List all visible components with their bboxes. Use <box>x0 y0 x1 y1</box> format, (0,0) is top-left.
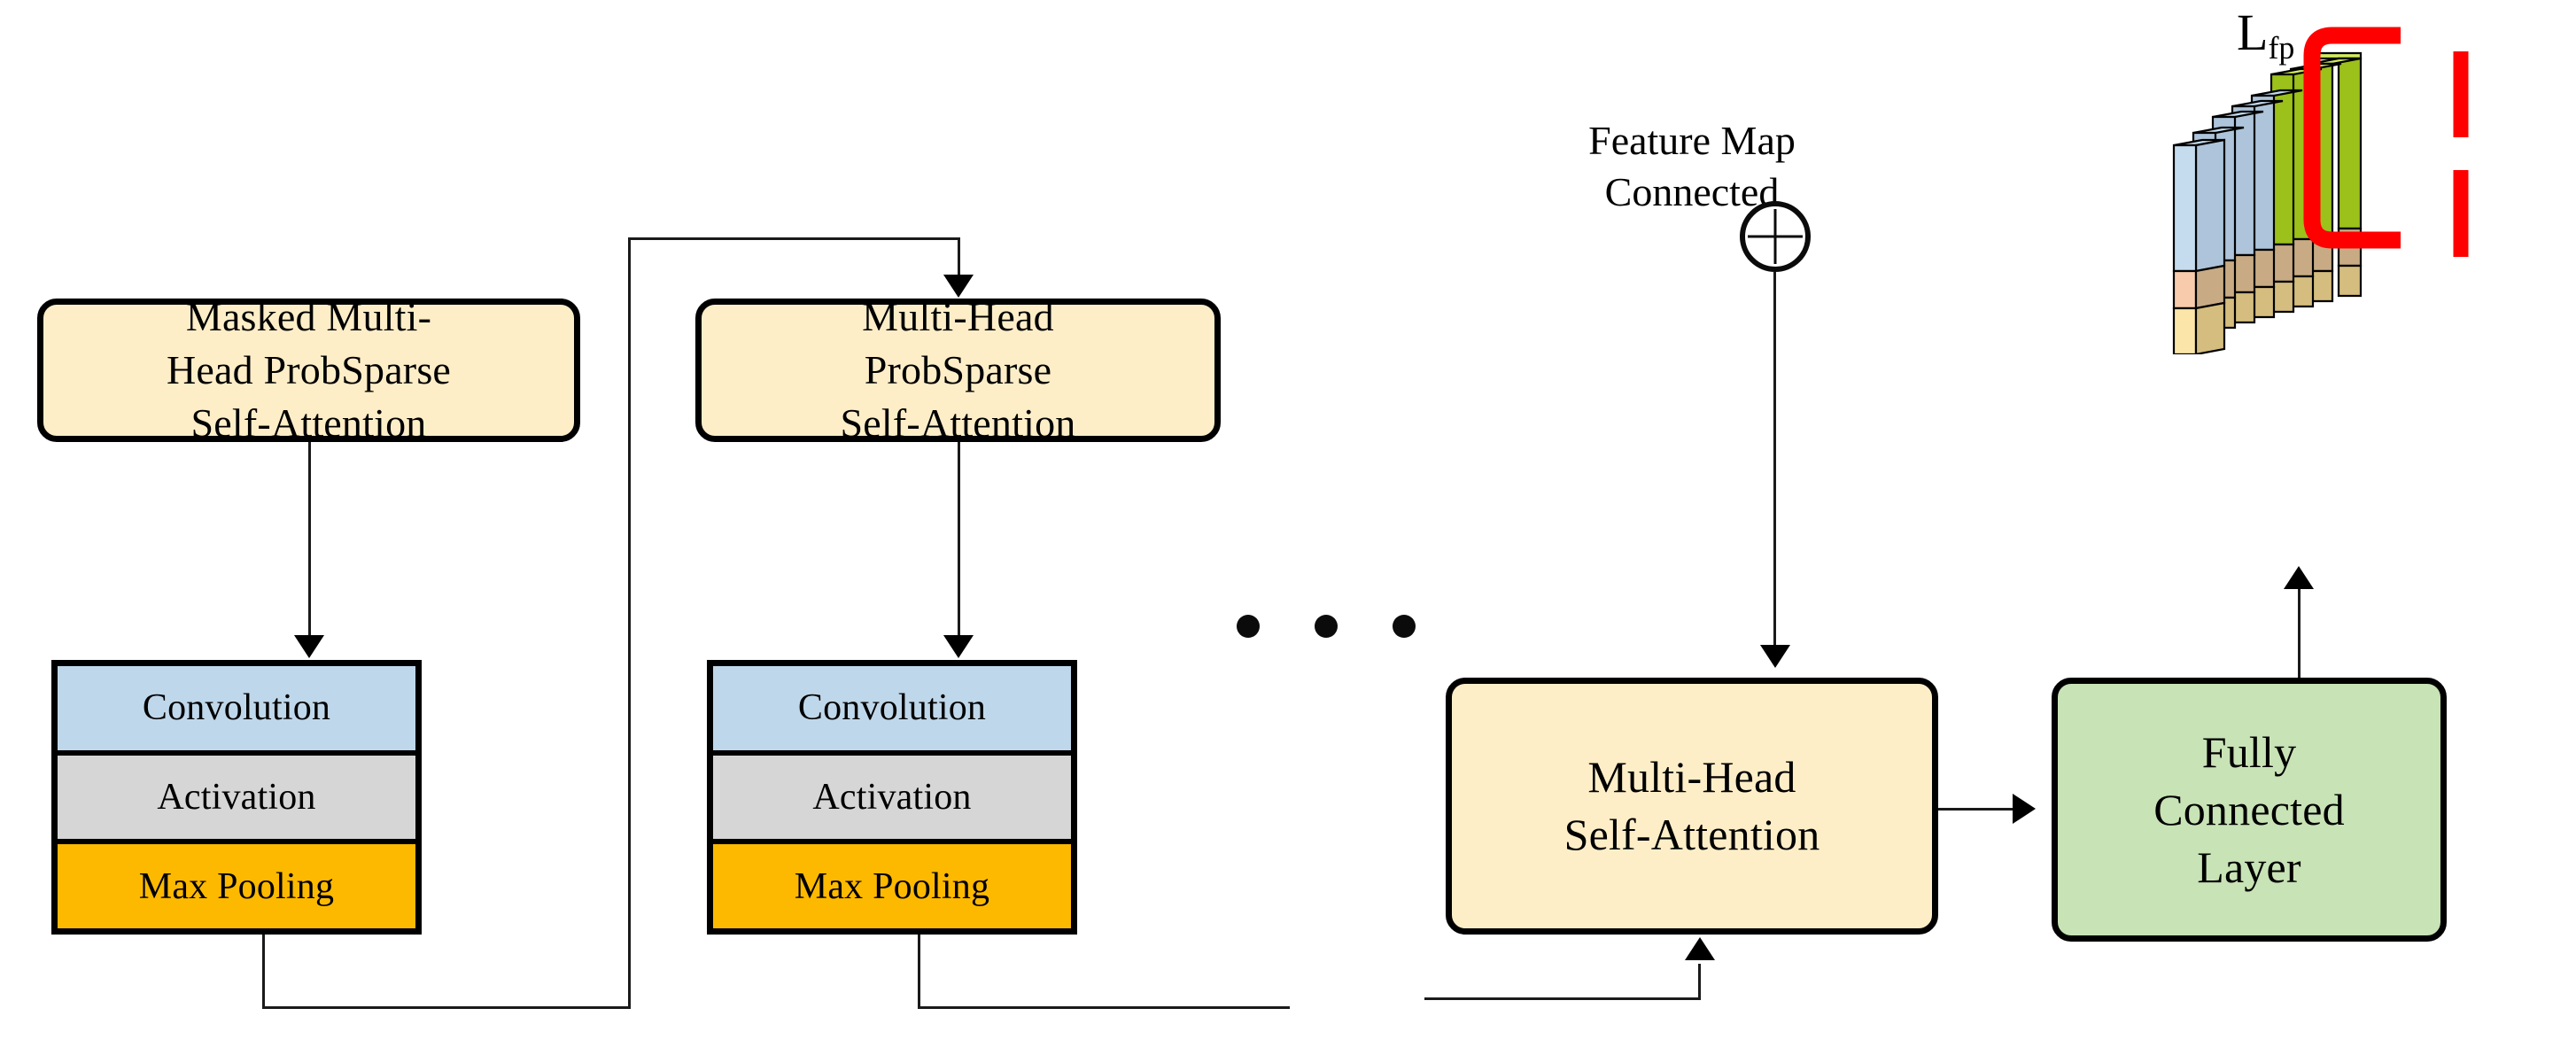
oplus-icon <box>1740 201 1811 272</box>
skip1-top-segment <box>628 237 960 240</box>
arrowhead-attn2-to-stack2 <box>943 635 974 658</box>
band-max-pooling-1[interactable]: Max Pooling <box>58 844 415 929</box>
skip1-across-segment <box>262 1006 631 1009</box>
conv-stack-1[interactable]: Convolution Activation Max Pooling <box>51 660 422 935</box>
skip2-across-segment <box>918 1006 1290 1009</box>
arrowhead-attn1-to-stack1 <box>294 635 324 658</box>
label-lfp: Lfp <box>2237 7 2294 65</box>
arrowhead-oplus-to-mhsa <box>1760 645 1790 668</box>
block-masked-multi-head-probsparse-self-attention[interactable]: Masked Multi- Head ProbSparse Self-Atten… <box>37 294 580 446</box>
connector-mhsa-to-fc <box>1938 808 2016 811</box>
ellipsis-dot-3 <box>1393 615 1416 638</box>
block-multi-head-self-attention[interactable]: Multi-Head Self-Attention <box>1446 678 1938 935</box>
skip2-down-segment <box>918 935 920 1009</box>
label-feature-map-connected: Feature Map Connected <box>1588 118 1796 214</box>
skip1-drop-segment <box>958 237 960 280</box>
band-max-pooling-2[interactable]: Max Pooling <box>713 844 1071 929</box>
mhsa-bottom-input-up <box>1698 964 1701 999</box>
band-activation-1[interactable]: Activation <box>58 755 415 845</box>
band-convolution-2[interactable]: Convolution <box>713 666 1071 756</box>
ellipsis-dot-2 <box>1315 615 1338 638</box>
ellipsis-dot-1 <box>1237 615 1260 638</box>
skip1-down-segment <box>262 935 265 1009</box>
band-activation-2[interactable]: Activation <box>713 755 1071 845</box>
feature-map-svg: .fc{stroke:#000;stroke-width:2.2;stroke-… <box>2172 27 2469 354</box>
oplus-vertical-stroke <box>1773 208 1777 265</box>
feature-map-3d-block: .fc{stroke:#000;stroke-width:2.2;stroke-… <box>2161 0 2576 354</box>
band-convolution-1[interactable]: Convolution <box>58 666 415 756</box>
label-lfp-base: L <box>2237 4 2269 61</box>
connector-oplus-to-mhsa <box>1773 272 1776 648</box>
block-fully-connected-layer[interactable]: Fully Connected Layer <box>2052 678 2447 942</box>
slab-8 <box>2317 51 2363 298</box>
slab-blue-group <box>2172 89 2303 354</box>
arrowhead-fc-to-featuremap <box>2284 566 2314 589</box>
arrowhead-skip1-into-attn2 <box>943 275 974 298</box>
connector-fc-to-featuremap <box>2298 589 2301 678</box>
block-multi-head-probsparse-self-attention[interactable]: Multi-Head ProbSparse Self-Attention <box>695 294 1221 446</box>
arrowhead-mhsa-to-fc <box>2013 794 2036 824</box>
label-lfp-subscript: fp <box>2268 30 2295 66</box>
skip1-up-segment <box>628 237 631 1009</box>
mhsa-bottom-input-across <box>1424 997 1701 1000</box>
conv-stack-2[interactable]: Convolution Activation Max Pooling <box>707 660 1077 935</box>
arrowhead-mhsa-bottom-input <box>1685 937 1715 960</box>
connector-attn2-to-stack2 <box>958 442 960 639</box>
highlight-bracket <box>2303 27 2401 249</box>
connector-attn1-to-stack1 <box>308 442 311 639</box>
